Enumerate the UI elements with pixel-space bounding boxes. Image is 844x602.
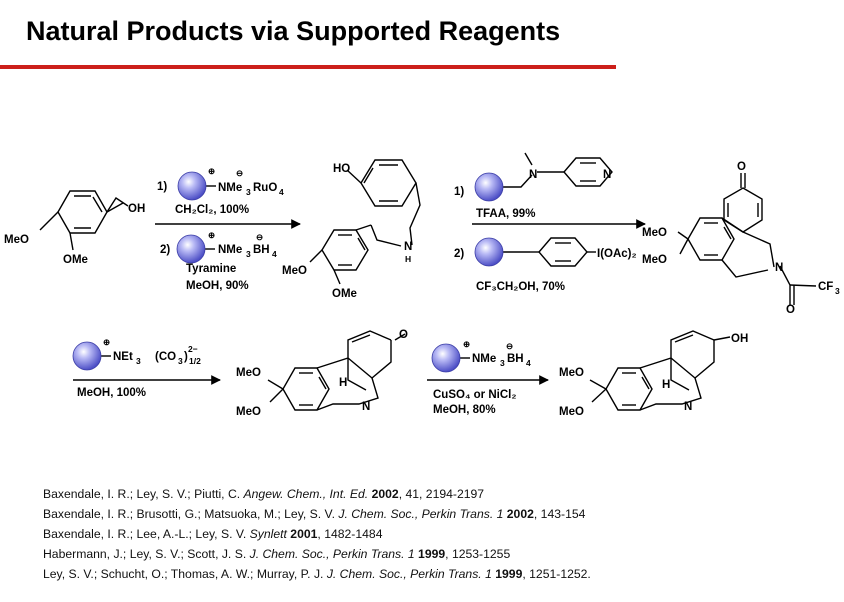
- chemical-label: 3: [136, 356, 141, 366]
- title-underline: [0, 65, 616, 69]
- chemical-label: 3: [178, 356, 183, 366]
- phenol-label: HO: [333, 163, 350, 175]
- page-title: Natural Products via Supported Reagents: [26, 16, 561, 46]
- ammonium-group: NMe: [218, 182, 242, 194]
- ruthenate-counterion: RuO: [253, 182, 277, 194]
- methoxy-label: MeO: [642, 254, 667, 266]
- stoichiometry-label: 1/2: [189, 356, 201, 366]
- chemical-label: 3: [246, 249, 251, 259]
- charge-plus-icon: ⊕: [103, 337, 110, 347]
- chemical-label: 4: [279, 187, 284, 197]
- charge-minus-icon: ⊖: [506, 341, 513, 351]
- methoxy-label: MeO: [559, 406, 584, 418]
- charge-minus-icon: ⊖: [256, 232, 263, 242]
- methoxy-label: MeO: [236, 406, 261, 418]
- polymer-bead-icon: [431, 343, 461, 373]
- methoxy-label: MeO: [282, 265, 307, 277]
- hydrogen-label: H: [339, 377, 347, 389]
- carbonyl-oxygen-label: O: [786, 304, 795, 316]
- polymer-bead-icon: [474, 172, 504, 202]
- methoxy-label: OMe: [332, 288, 357, 300]
- ammonium-group: NMe: [472, 353, 496, 365]
- conditions-text: Tyramine: [186, 263, 236, 275]
- charge-plus-icon: ⊕: [208, 166, 215, 176]
- borohydride-counterion: BH: [253, 244, 270, 256]
- charge-minus-icon: ⊖: [236, 168, 243, 178]
- chemical-label: 4: [272, 249, 277, 259]
- methoxy-label: MeO: [236, 367, 261, 379]
- reagent-number: 1): [454, 186, 464, 198]
- conditions-text: CH₂Cl₂, 100%: [175, 204, 249, 216]
- nitrogen-label: N: [404, 241, 412, 253]
- conditions-text: CF₃CH₂OH, 70%: [476, 281, 565, 293]
- charge-plus-icon: ⊕: [208, 230, 215, 240]
- conditions-text: TFAA, 99%: [476, 208, 535, 220]
- ketone-oxygen-label: O: [737, 161, 746, 173]
- ketone-oxygen-label: O: [399, 329, 408, 341]
- conditions-text: MeOH, 80%: [433, 404, 496, 416]
- hydrogen-label: H: [405, 254, 411, 264]
- trifluoromethyl-label: CF: [818, 281, 833, 293]
- reaction-scheme: OH MeO OMe 1) ⊕ NMe 3 ⊖ RuO 4 CH₂Cl₂, 10…: [4, 152, 840, 418]
- hydroxyl-label: OH: [128, 203, 145, 215]
- polymer-bead-icon: [474, 237, 504, 267]
- chemical-label: 2−: [188, 344, 198, 354]
- polymer-bead-icon: [177, 171, 207, 201]
- conditions-text: CuSO₄ or NiCl₂: [433, 389, 516, 401]
- conditions-text: MeOH, 90%: [186, 280, 249, 292]
- nitrogen-label: N: [362, 401, 370, 413]
- reference-item: Ley, S. V.; Schucht, O.; Thomas, A. W.; …: [43, 567, 591, 581]
- methoxy-label: MeO: [559, 367, 584, 379]
- reference-item: Baxendale, I. R.; Brusotti, G.; Matsuoka…: [43, 507, 586, 521]
- chemical-label: 3: [246, 187, 251, 197]
- reagent-number: 2): [454, 248, 464, 260]
- hydrogen-label: H: [662, 379, 670, 391]
- hypervalent-iodine-group: I(OAc)₂: [597, 248, 637, 260]
- nitrogen-label: N: [684, 401, 692, 413]
- reagent-number: 2): [160, 244, 170, 256]
- reference-list: Baxendale, I. R.; Ley, S. V.; Piutti, C.…: [43, 484, 591, 584]
- methoxy-label: MeO: [642, 227, 667, 239]
- reference-item: Habermann, J.; Ley, S. V.; Scott, J. S. …: [43, 547, 511, 561]
- nitrogen-label: N: [529, 169, 537, 181]
- polymer-bead-icon: [176, 234, 206, 264]
- ammonium-group: NMe: [218, 244, 242, 256]
- dienone-alkaloid-structure: [267, 330, 406, 411]
- triethylammonium-group: NEt: [113, 351, 133, 363]
- pyridine-nitrogen-label: N: [603, 169, 611, 181]
- amine-intermediate-structure: [309, 159, 421, 285]
- polymer-bead-icon: [72, 341, 102, 371]
- carbonate-counterion: (CO: [155, 351, 176, 363]
- chemical-label: 4: [526, 358, 531, 368]
- spirodienone-structure: [677, 173, 817, 305]
- allylic-alcohol-structure: [589, 330, 731, 411]
- charge-plus-icon: ⊕: [463, 339, 470, 349]
- methoxy-label: MeO: [4, 234, 29, 246]
- starting-material-structure: [39, 190, 129, 251]
- reference-item: Baxendale, I. R.; Ley, S. V.; Piutti, C.…: [43, 487, 485, 501]
- chemical-label: 3: [835, 286, 840, 296]
- chemical-label: 3: [500, 358, 505, 368]
- nitrogen-label: N: [775, 262, 783, 274]
- reference-item: Baxendale, I. R.; Lee, A.-L.; Ley, S. V.…: [43, 527, 383, 541]
- conditions-text: MeOH, 100%: [77, 387, 146, 399]
- methoxy-label: OMe: [63, 254, 88, 266]
- borohydride-counterion: BH: [507, 353, 524, 365]
- chemical-label: ): [184, 351, 188, 363]
- reagent-number: 1): [157, 181, 167, 193]
- hydroxyl-label: OH: [731, 333, 748, 345]
